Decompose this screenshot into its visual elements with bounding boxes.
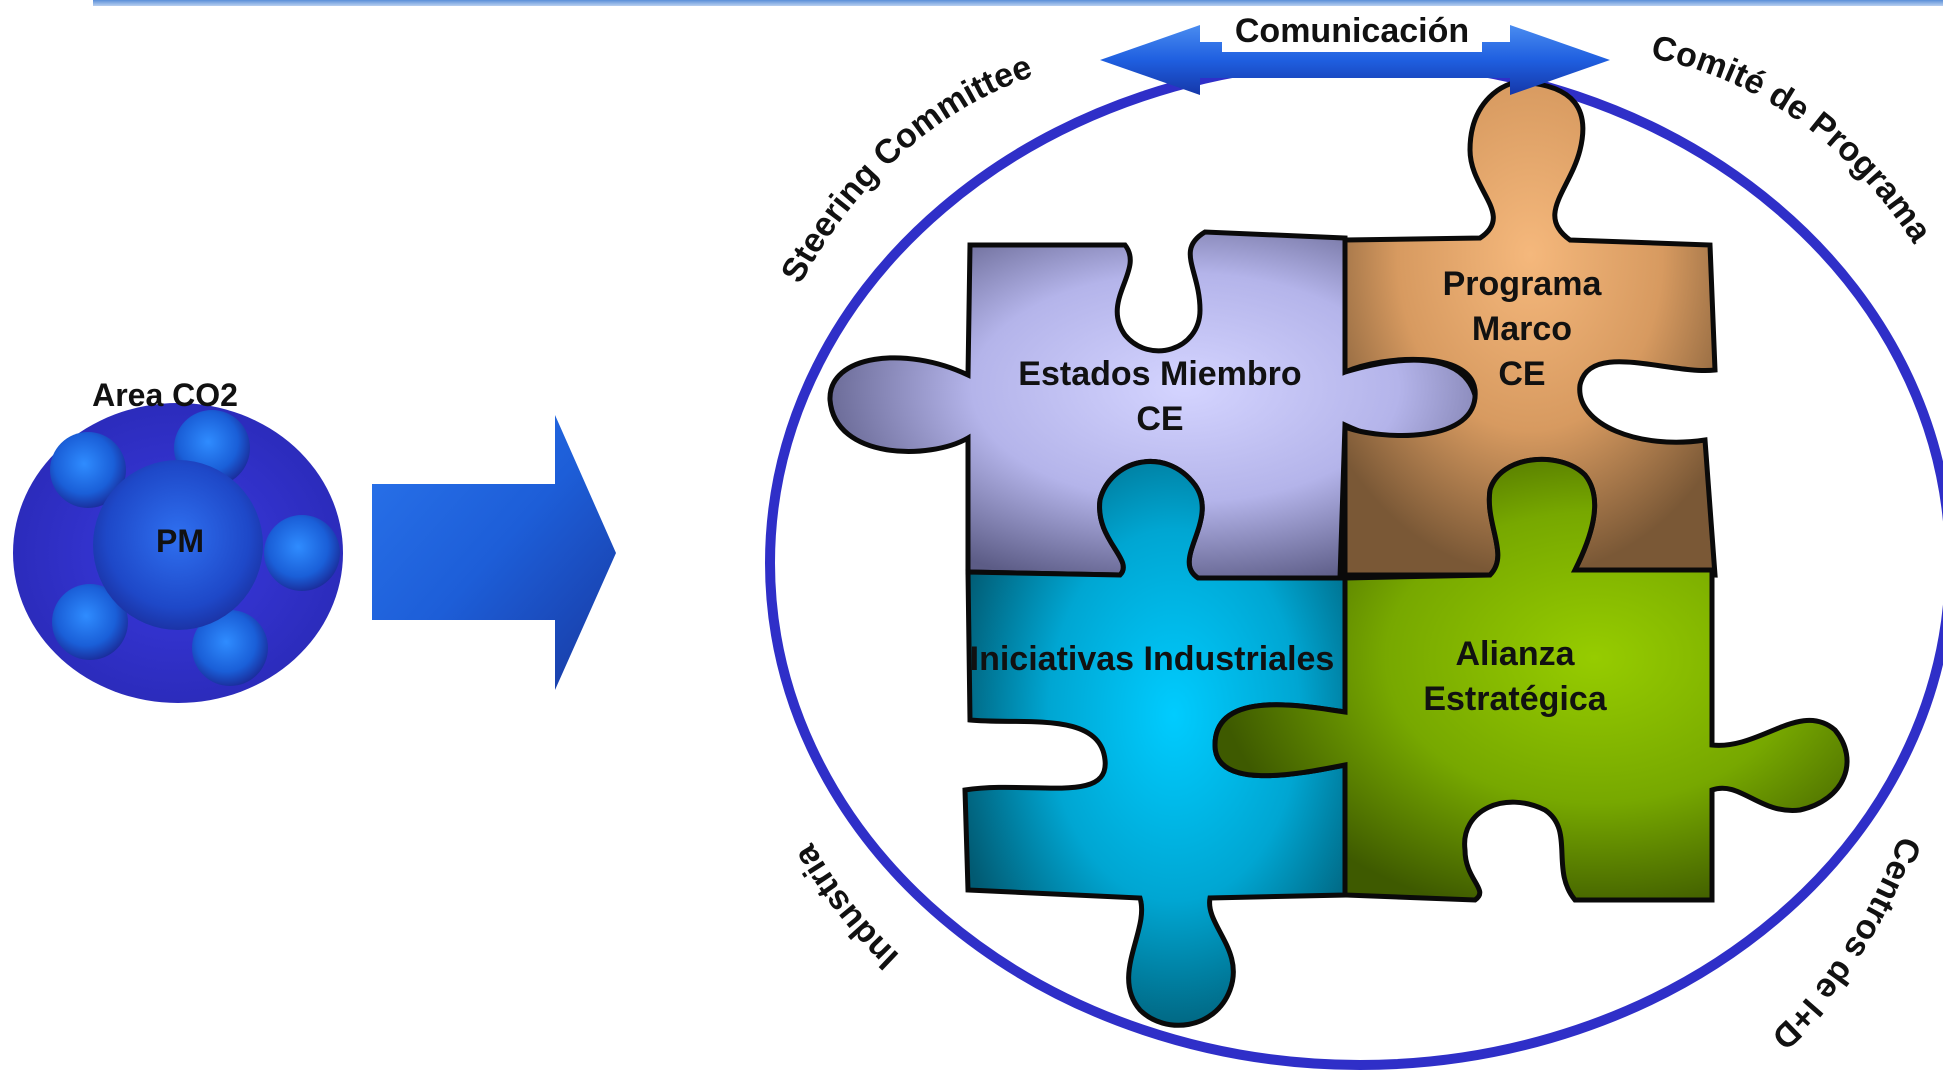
- programa-label-line3: CE: [1498, 355, 1545, 393]
- centros-id-label: Centros de I+D: [1764, 832, 1928, 1057]
- satellite-ball: [264, 515, 340, 591]
- area-co2-cluster: Area CO2 PM: [13, 377, 343, 703]
- satellite-ball: [50, 432, 126, 508]
- alianza-label-line1: Alianza: [1455, 635, 1575, 673]
- puzzle-piece-alianza: [1212, 456, 1850, 903]
- area-co2-label: Area CO2: [92, 377, 238, 413]
- centros-id-text: Centros de I+D: [1764, 832, 1928, 1057]
- programa-label-line2: Marco: [1472, 310, 1572, 348]
- satellite-ball: [192, 610, 268, 686]
- satellite-ball: [52, 584, 128, 660]
- alianza-label-line2: Estratégica: [1423, 680, 1607, 718]
- estados-label-line1: Estados Miembro: [1018, 355, 1301, 393]
- pm-center-ball: [93, 460, 263, 630]
- pm-label: PM: [156, 523, 204, 559]
- programa-label-line1: Programa: [1443, 265, 1603, 303]
- top-rule-line: [93, 0, 1943, 6]
- comunicacion-label-bg: [1222, 8, 1482, 52]
- iniciativas-label: Iniciativas Industriales: [970, 640, 1335, 678]
- big-right-arrow: [372, 415, 616, 690]
- estados-label-line2: CE: [1136, 400, 1183, 438]
- comunicacion-label: Comunicación: [1235, 12, 1469, 50]
